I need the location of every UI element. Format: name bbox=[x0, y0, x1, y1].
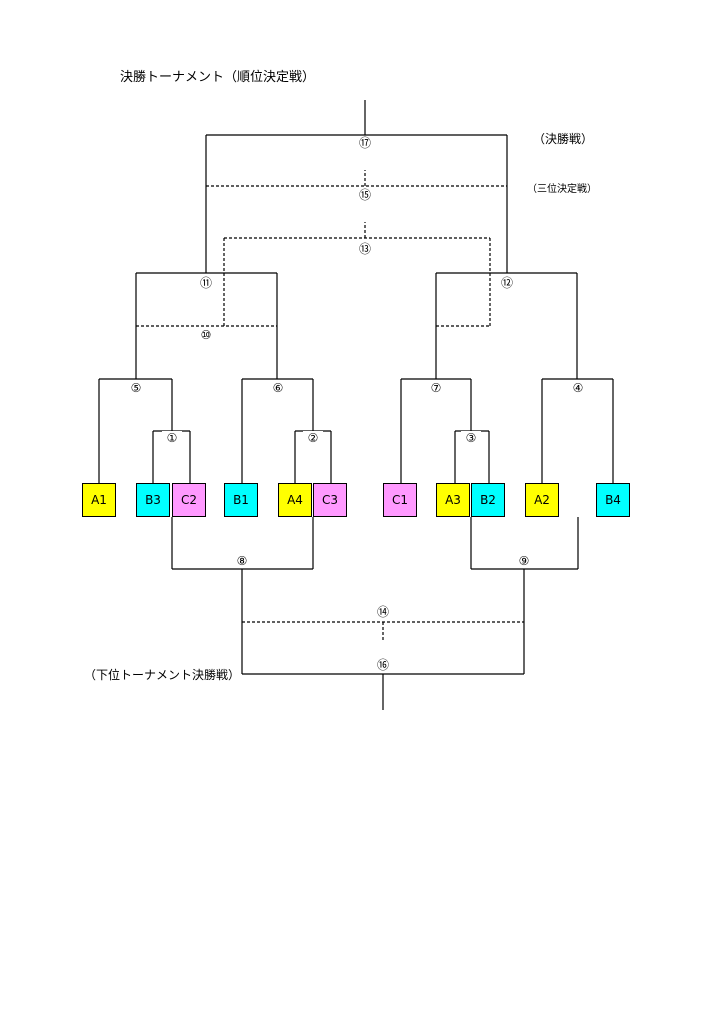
team-box-a4: A4 bbox=[278, 483, 312, 517]
team-box-c3: C3 bbox=[313, 483, 347, 517]
team-box-a2: A2 bbox=[525, 483, 559, 517]
team-box-b1: B1 bbox=[224, 483, 258, 517]
match-number-15: ⑮ bbox=[355, 188, 375, 202]
match-number-17: ⑰ bbox=[355, 136, 375, 150]
match-number-1: ① bbox=[162, 431, 182, 445]
final-label: （決勝戦） bbox=[533, 132, 594, 146]
third-place-label: （三位決定戦） bbox=[527, 184, 597, 195]
team-box-b2: B2 bbox=[471, 483, 505, 517]
match-number-8: ⑧ bbox=[232, 554, 252, 568]
team-box-c2: C2 bbox=[172, 483, 206, 517]
match-number-12: ⑫ bbox=[497, 276, 517, 290]
team-box-a1: A1 bbox=[82, 483, 116, 517]
match-number-11: ⑪ bbox=[196, 276, 216, 290]
team-box-a3: A3 bbox=[436, 483, 470, 517]
match-number-4: ④ bbox=[568, 381, 588, 395]
team-box-c1: C1 bbox=[383, 483, 417, 517]
match-number-13: ⑬ bbox=[355, 242, 375, 256]
match-number-6: ⑥ bbox=[268, 381, 288, 395]
team-box-b3: B3 bbox=[136, 483, 170, 517]
lower-final-label: （下位トーナメント決勝戦） bbox=[84, 668, 241, 682]
match-number-9: ⑨ bbox=[514, 554, 534, 568]
match-number-10: ⑩ bbox=[196, 328, 216, 342]
match-number-14: ⑭ bbox=[373, 605, 393, 619]
match-number-16: ⑯ bbox=[373, 658, 393, 672]
match-number-5: ⑤ bbox=[126, 381, 146, 395]
match-number-7: ⑦ bbox=[426, 381, 446, 395]
page-title: 決勝トーナメント（順位決定戦） bbox=[120, 70, 316, 85]
team-box-b4: B4 bbox=[596, 483, 630, 517]
match-number-2: ② bbox=[303, 431, 323, 445]
match-number-3: ③ bbox=[461, 431, 481, 445]
